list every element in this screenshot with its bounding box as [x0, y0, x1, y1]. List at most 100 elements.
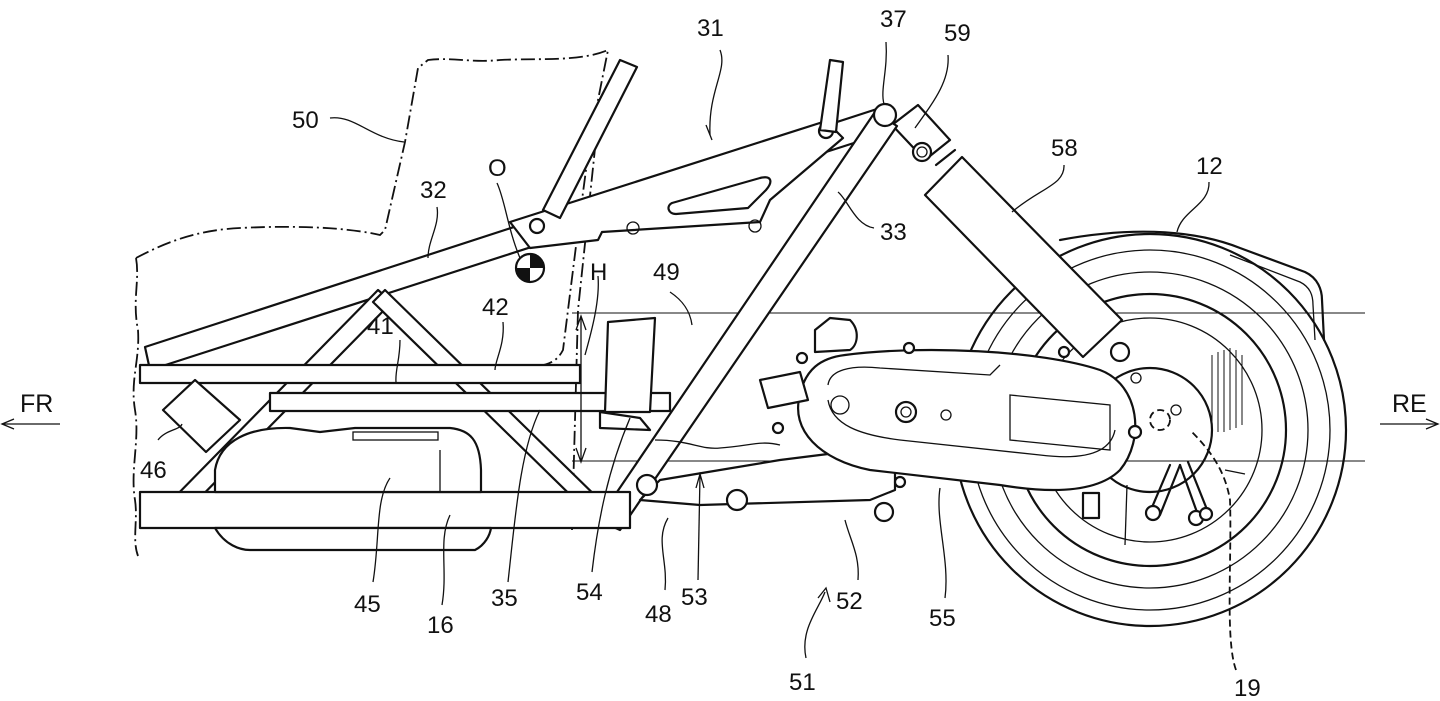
reference-labels: 50 32 O 31 37 59 58 12 33 49 H 42 41 46 … — [140, 6, 1261, 701]
front-direction-indicator: FR — [0, 390, 60, 430]
leader-59 — [914, 54, 949, 129]
drum-lug — [1081, 491, 1101, 520]
shock-lower-bolt — [1109, 341, 1131, 363]
shock-upper-bolt-inner — [916, 146, 928, 158]
engine-block-lug — [758, 370, 810, 410]
label-46: 46 — [140, 457, 167, 484]
shock-collar — [934, 148, 957, 167]
cvt-small-hole — [940, 409, 952, 421]
spoke — [1124, 484, 1128, 546]
label-59: 59 — [944, 20, 971, 47]
spoke — [1224, 469, 1246, 475]
brake-joint-3 — [1198, 506, 1214, 522]
leader-H — [584, 275, 599, 356]
label-35: 35 — [491, 585, 518, 612]
link-53-outline — [654, 439, 781, 449]
engine-head — [813, 316, 858, 354]
label-37: 37 — [880, 6, 907, 33]
gusset-hole-2 — [748, 219, 762, 233]
fuel-tank-body — [213, 426, 483, 494]
rear-direction-indicator: RE — [1380, 390, 1440, 430]
leader-45 — [372, 477, 391, 583]
frame-31 — [138, 58, 899, 532]
label-H: H — [590, 259, 607, 286]
bracket-54 — [598, 410, 652, 432]
power-unit — [598, 316, 1143, 523]
pivot-37 — [872, 102, 898, 128]
axle-hidden — [1149, 409, 1171, 431]
leader-52 — [844, 519, 859, 581]
leader-lines — [157, 41, 1237, 671]
shock-upper-bolt — [911, 141, 933, 163]
leader-53-arrow — [695, 471, 705, 489]
leader-53 — [697, 474, 701, 581]
brake-link-a — [1148, 463, 1182, 517]
cvt-mid-bolt — [894, 400, 918, 424]
rear-label: RE — [1392, 390, 1427, 418]
leader-58 — [1011, 164, 1065, 213]
body-phantom-line — [132, 257, 140, 557]
rear-fender — [1058, 230, 1326, 342]
upper-left-tube — [541, 58, 639, 220]
leader-35 — [507, 409, 541, 583]
leader-42 — [494, 321, 504, 371]
rear-shock — [890, 103, 1131, 363]
gusset-bolt-1 — [528, 217, 546, 235]
leader-51-arrow — [817, 586, 831, 603]
member-41 — [268, 391, 672, 413]
label-53: 53 — [681, 584, 708, 611]
label-32: 32 — [420, 177, 447, 204]
rear-arrow-icon — [1425, 418, 1440, 430]
label-19: 19 — [1234, 675, 1261, 701]
leader-O — [496, 182, 521, 259]
fender-inner-line — [1229, 254, 1316, 341]
case-bolt-1 — [771, 421, 785, 435]
tank-cap — [352, 431, 439, 441]
leader-55 — [938, 487, 947, 599]
label-O: O — [488, 155, 507, 182]
label-55: 55 — [929, 605, 956, 632]
leader-46 — [157, 423, 183, 441]
case-bolt-2 — [893, 475, 907, 489]
head-bolt-1 — [795, 351, 809, 365]
leader-51 — [804, 591, 826, 659]
leader-31-arrowhead — [705, 124, 713, 141]
brake-hatch — [1211, 348, 1243, 432]
leader-37 — [882, 41, 887, 105]
seat-phantom-line — [135, 48, 610, 371]
head-bolt-2 — [902, 341, 916, 355]
arm-bolt — [873, 501, 895, 523]
cvt-case-rib-upper — [827, 364, 1001, 386]
leader-54 — [591, 417, 631, 573]
upper-right-tube — [818, 58, 845, 134]
front-arrow-icon — [0, 418, 15, 430]
leader-49 — [669, 291, 693, 326]
cvt-case-panel — [1009, 394, 1111, 451]
label-52: 52 — [836, 588, 863, 615]
fuel-tank-bottom — [213, 526, 493, 552]
label-42: 42 — [482, 294, 509, 321]
label-45: 45 — [354, 591, 381, 618]
label-16: 16 — [427, 612, 454, 639]
leader-48 — [661, 517, 669, 591]
label-58: 58 — [1051, 135, 1078, 162]
gusset-window — [667, 176, 772, 216]
brake-joint-1 — [1144, 504, 1162, 522]
label-54: 54 — [576, 579, 603, 606]
seat-rear-phantom-line — [571, 119, 599, 531]
label-51: 51 — [789, 669, 816, 696]
rider-phantom-outline — [132, 48, 610, 557]
leader-19 — [1189, 429, 1237, 671]
head-bolt-3 — [1057, 345, 1071, 359]
fuel-tank-16 — [213, 426, 493, 552]
cvt-rear-bolt — [1127, 424, 1143, 440]
label-49: 49 — [653, 259, 680, 286]
brake-link-b — [1178, 460, 1210, 517]
axle-pin — [1170, 404, 1182, 416]
leader-32 — [427, 206, 439, 259]
cvt-mid-bolt-inner — [900, 406, 912, 418]
label-50: 50 — [292, 107, 319, 134]
component-49 — [603, 316, 657, 414]
label-48: 48 — [645, 601, 672, 628]
